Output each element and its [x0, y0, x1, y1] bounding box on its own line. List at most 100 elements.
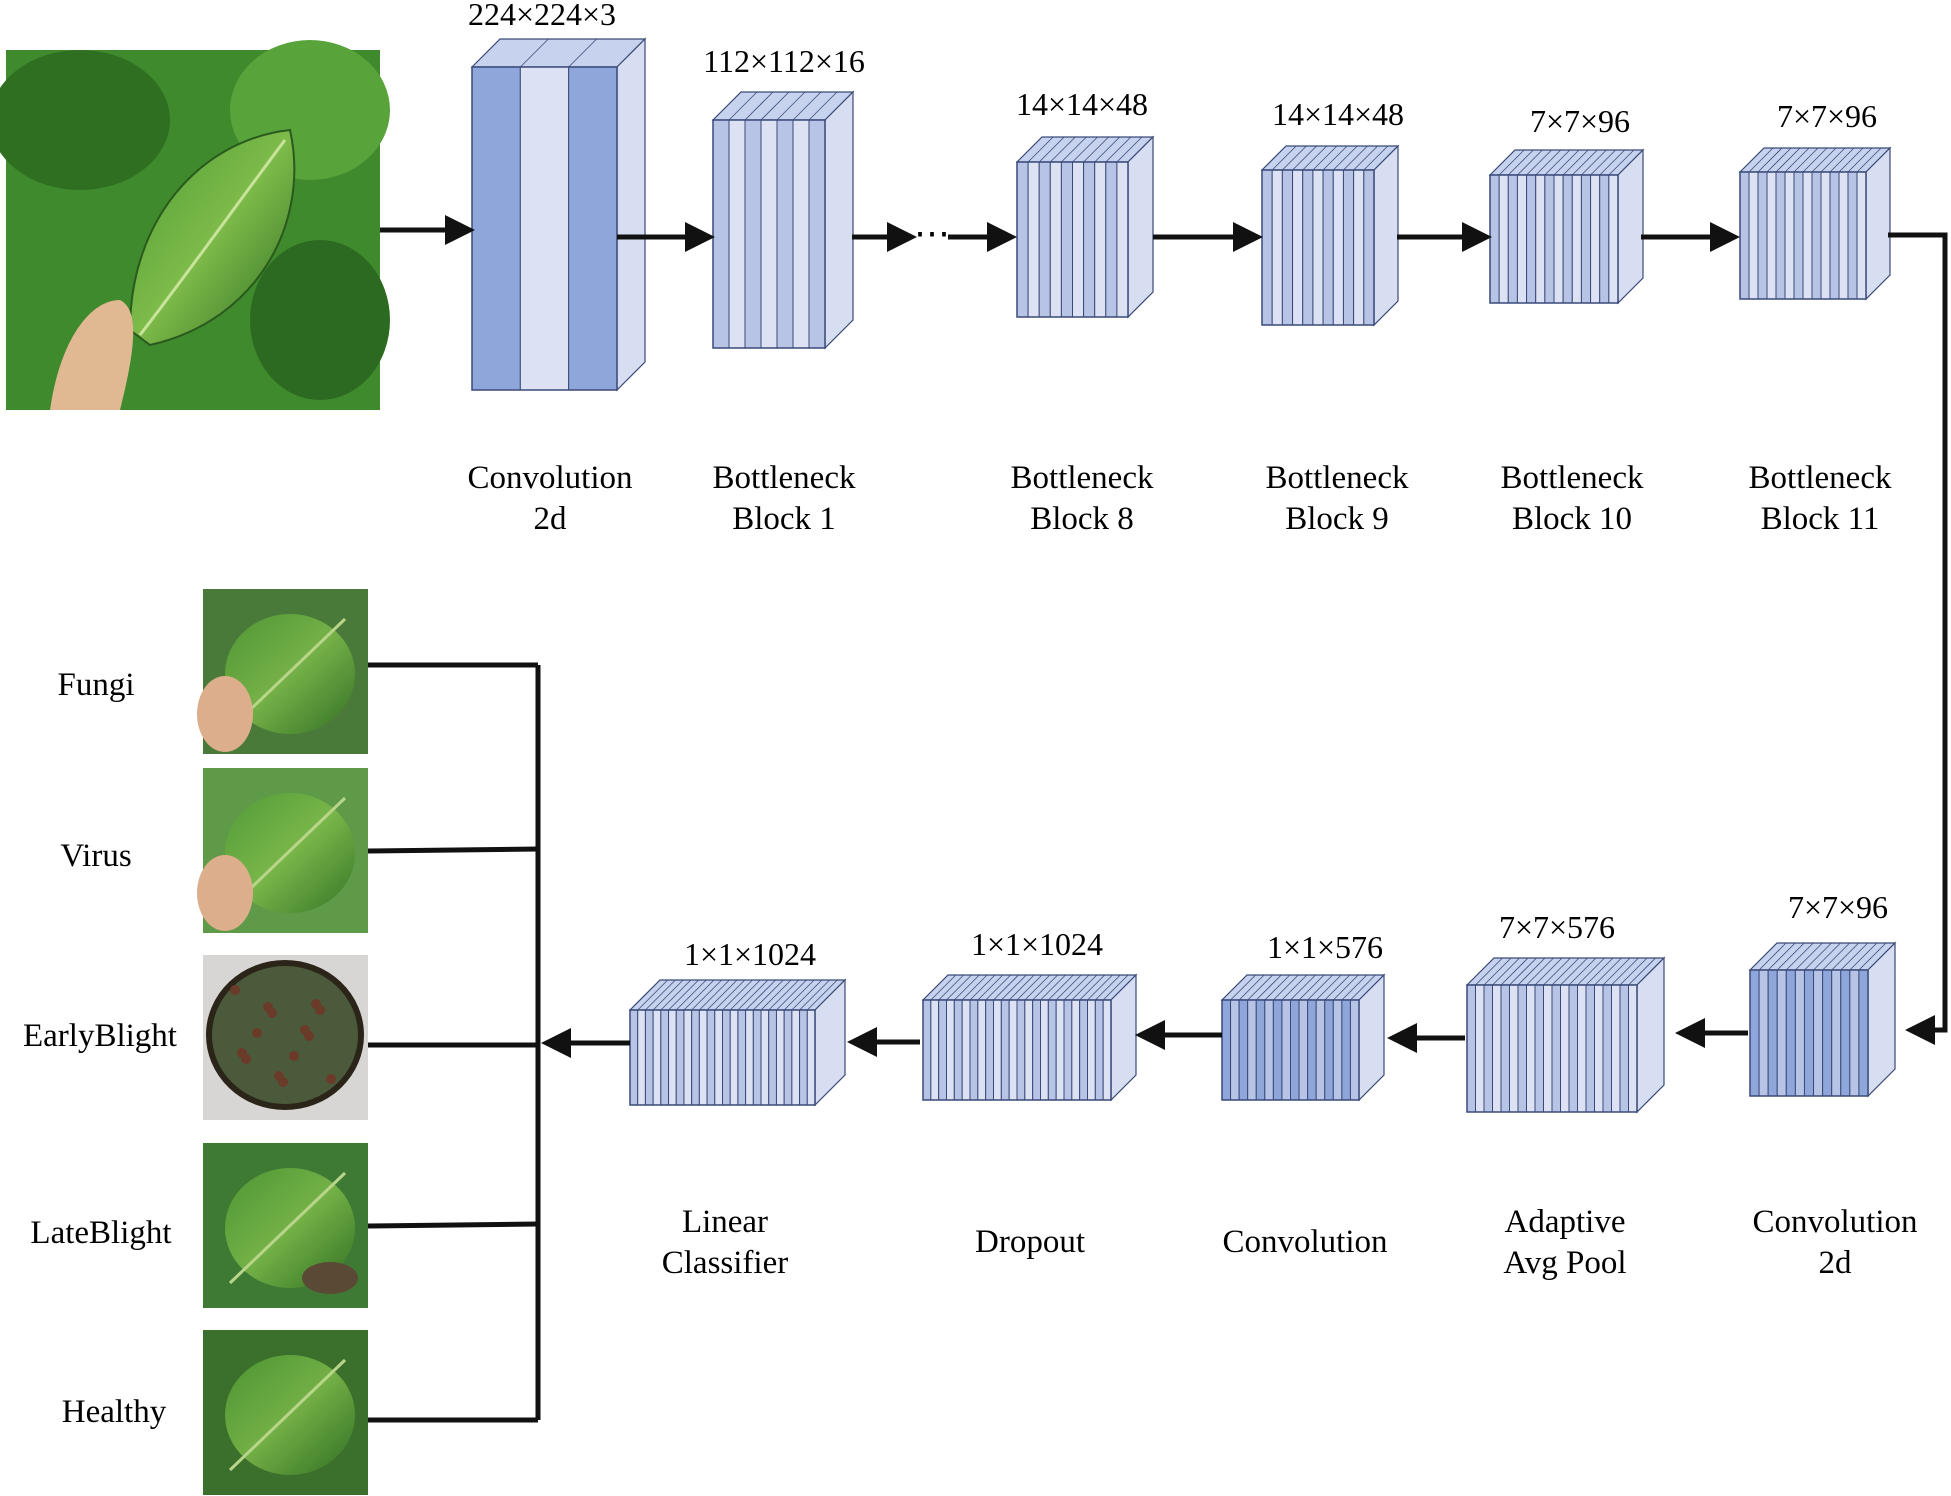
block-side-face: [1867, 941, 1896, 1098]
block-top-stripe: [930, 974, 957, 1001]
block-front-outline: [1016, 161, 1129, 318]
block-stripe: [1466, 984, 1476, 1113]
healthy-leaf-photo: [203, 1330, 368, 1495]
block-top-stripe: [1611, 957, 1639, 986]
block-top-stripe: [1332, 145, 1358, 171]
block-top-stripe: [1492, 957, 1520, 986]
block-stripe: [728, 119, 746, 349]
block-stripe: [1748, 171, 1759, 300]
ellipsis-dots: ⋯: [914, 213, 950, 253]
block-bottleneck-9: [1260, 144, 1400, 327]
block-top-stripe: [712, 91, 742, 121]
block-stripe: [1619, 984, 1629, 1113]
block-stripe: [1047, 999, 1057, 1101]
block-top-stripe: [1602, 957, 1631, 986]
block-stripe: [1580, 174, 1592, 304]
block-top-stripe: [808, 91, 838, 121]
block-stripe: [1551, 984, 1561, 1113]
block-top-stripe: [1475, 957, 1503, 986]
block-dropout: [921, 973, 1138, 1102]
block-top-stripe: [1560, 957, 1588, 986]
block-stripe: [1599, 174, 1610, 304]
block-top-stripe: [807, 979, 838, 1011]
block-stripe: [1032, 999, 1041, 1101]
dims-label-bottleneck-9: 14×14×48: [1272, 96, 1404, 132]
block-top-stripe: [1271, 145, 1297, 171]
block-bottleneck-10: [1488, 148, 1645, 305]
block-top-stripe: [1775, 147, 1801, 173]
block-stripe: [760, 1009, 770, 1106]
block-stripe: [1847, 171, 1858, 300]
bottom-row-arrows: [541, 1018, 1748, 1058]
block-top-stripe: [760, 979, 792, 1011]
block-stripe: [1094, 161, 1107, 318]
block-top-stripe: [1322, 145, 1348, 171]
blight-spot: [289, 1051, 299, 1061]
class-photo-leaf: [206, 960, 364, 1110]
block-stripe: [1802, 171, 1813, 300]
block-top-stripe: [1793, 147, 1819, 173]
block-top-stripe: [1061, 136, 1087, 163]
block-top-stripe: [1055, 974, 1082, 1001]
block-stripe: [1087, 999, 1096, 1101]
block-top-stripe: [1273, 974, 1299, 1001]
block-top-stripe: [1767, 942, 1796, 971]
block-top-stripe: [1749, 942, 1778, 971]
class-label-healthy: Healthy: [62, 1394, 167, 1430]
block-stripe: [1568, 984, 1578, 1113]
class-photo-vein: [228, 1358, 347, 1472]
layer-label-conv2d-2: 2d: [1819, 1245, 1853, 1281]
block-top-face: [470, 38, 647, 68]
block-top-stripe: [737, 979, 769, 1011]
block-top-stripe: [1804, 942, 1832, 971]
block-stripe: [1498, 174, 1509, 304]
layer-label-conv2d-2: Convolution: [1752, 1204, 1917, 1240]
block-top-stripe: [675, 979, 707, 1011]
late-blight-leaf-photo: [203, 1143, 368, 1308]
layer-label-bottleneck-8: Block 8: [1030, 501, 1134, 537]
block-top-stripe: [652, 979, 684, 1011]
block-top-stripe: [1072, 136, 1098, 163]
block-stripe: [722, 1009, 731, 1106]
block-top-stripe: [1238, 974, 1265, 1001]
block-top-stripe: [1292, 145, 1317, 171]
block-stripe: [1071, 999, 1081, 1101]
block-stripe: [1858, 969, 1869, 1097]
block-top-stripe: [776, 979, 807, 1011]
blight-spot: [311, 999, 321, 1009]
block-top-stripe: [1551, 957, 1580, 986]
block-top-stripe: [568, 38, 597, 68]
block-top-stripe: [1608, 149, 1635, 176]
block-top-stripe: [637, 979, 668, 1011]
dims-label-bottleneck-10: 7×7×96: [1530, 103, 1630, 139]
block-stripe: [1221, 999, 1232, 1101]
block-stripe: [1767, 969, 1778, 1097]
block-top-stripe: [1083, 136, 1109, 163]
block-stripe: [1811, 171, 1822, 300]
block-stripe: [1315, 999, 1326, 1101]
dims-label-adaptive-avg-pool: 7×7×576: [1499, 909, 1615, 945]
block-stripe: [1590, 174, 1601, 304]
block-stripe: [1063, 999, 1073, 1101]
block-stripe: [1489, 174, 1500, 304]
block-stripe: [1739, 171, 1750, 300]
block-top-stripe: [691, 979, 722, 1011]
dims-label-bottleneck-8: 14×14×48: [1016, 86, 1148, 122]
block-top-stripe: [1324, 974, 1351, 1001]
block-top-stripe: [993, 974, 1019, 1001]
block-top-stripe: [744, 91, 774, 121]
block-top-stripe: [1831, 942, 1859, 971]
block-conv2d-2: [1748, 941, 1897, 1098]
block-top-stripe: [776, 91, 806, 121]
block-top-stripe: [1016, 974, 1043, 1001]
block-top-stripe: [1526, 957, 1554, 986]
block-stripe: [1577, 984, 1587, 1113]
block-top-stripe: [706, 979, 738, 1011]
block-stripe: [744, 119, 762, 349]
block-top-stripe: [1255, 974, 1282, 1001]
block-stripe: [1475, 984, 1485, 1113]
block-stripe: [1008, 999, 1018, 1101]
block-top-stripe: [1535, 149, 1561, 176]
block-stripe: [1255, 999, 1266, 1101]
